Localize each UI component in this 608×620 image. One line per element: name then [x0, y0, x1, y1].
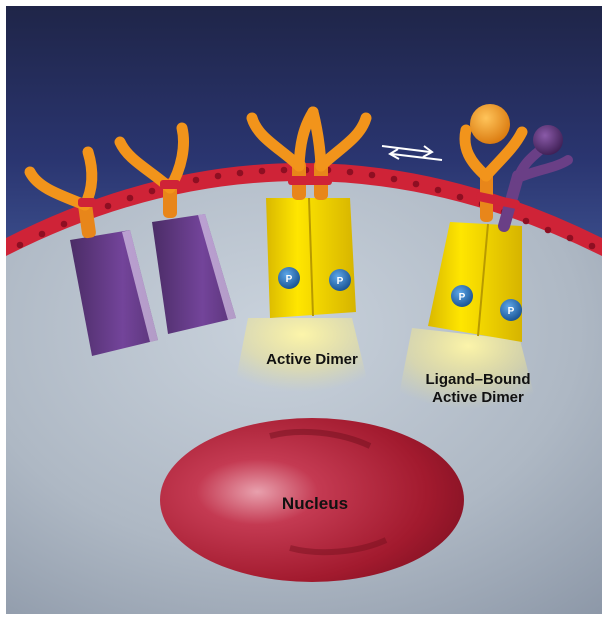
svg-text:P: P — [286, 274, 293, 285]
svg-text:P: P — [459, 292, 466, 303]
svg-text:P: P — [508, 306, 515, 317]
label-ligand-bound-line1: Ligand–Bound — [426, 371, 531, 388]
label-active-dimer: Active Dimer — [266, 351, 358, 368]
phosphate-ligand-left: P — [451, 285, 473, 307]
svg-text:P: P — [337, 276, 344, 287]
phosphate-right: P — [329, 269, 351, 291]
orange-ligand — [470, 104, 510, 144]
label-nucleus: Nucleus — [282, 494, 348, 513]
phosphate-ligand-right: P — [500, 299, 522, 321]
phosphate-left: P — [278, 267, 300, 289]
label-ligand-bound-line2: Active Dimer — [432, 389, 524, 406]
purple-ligand — [533, 125, 563, 155]
